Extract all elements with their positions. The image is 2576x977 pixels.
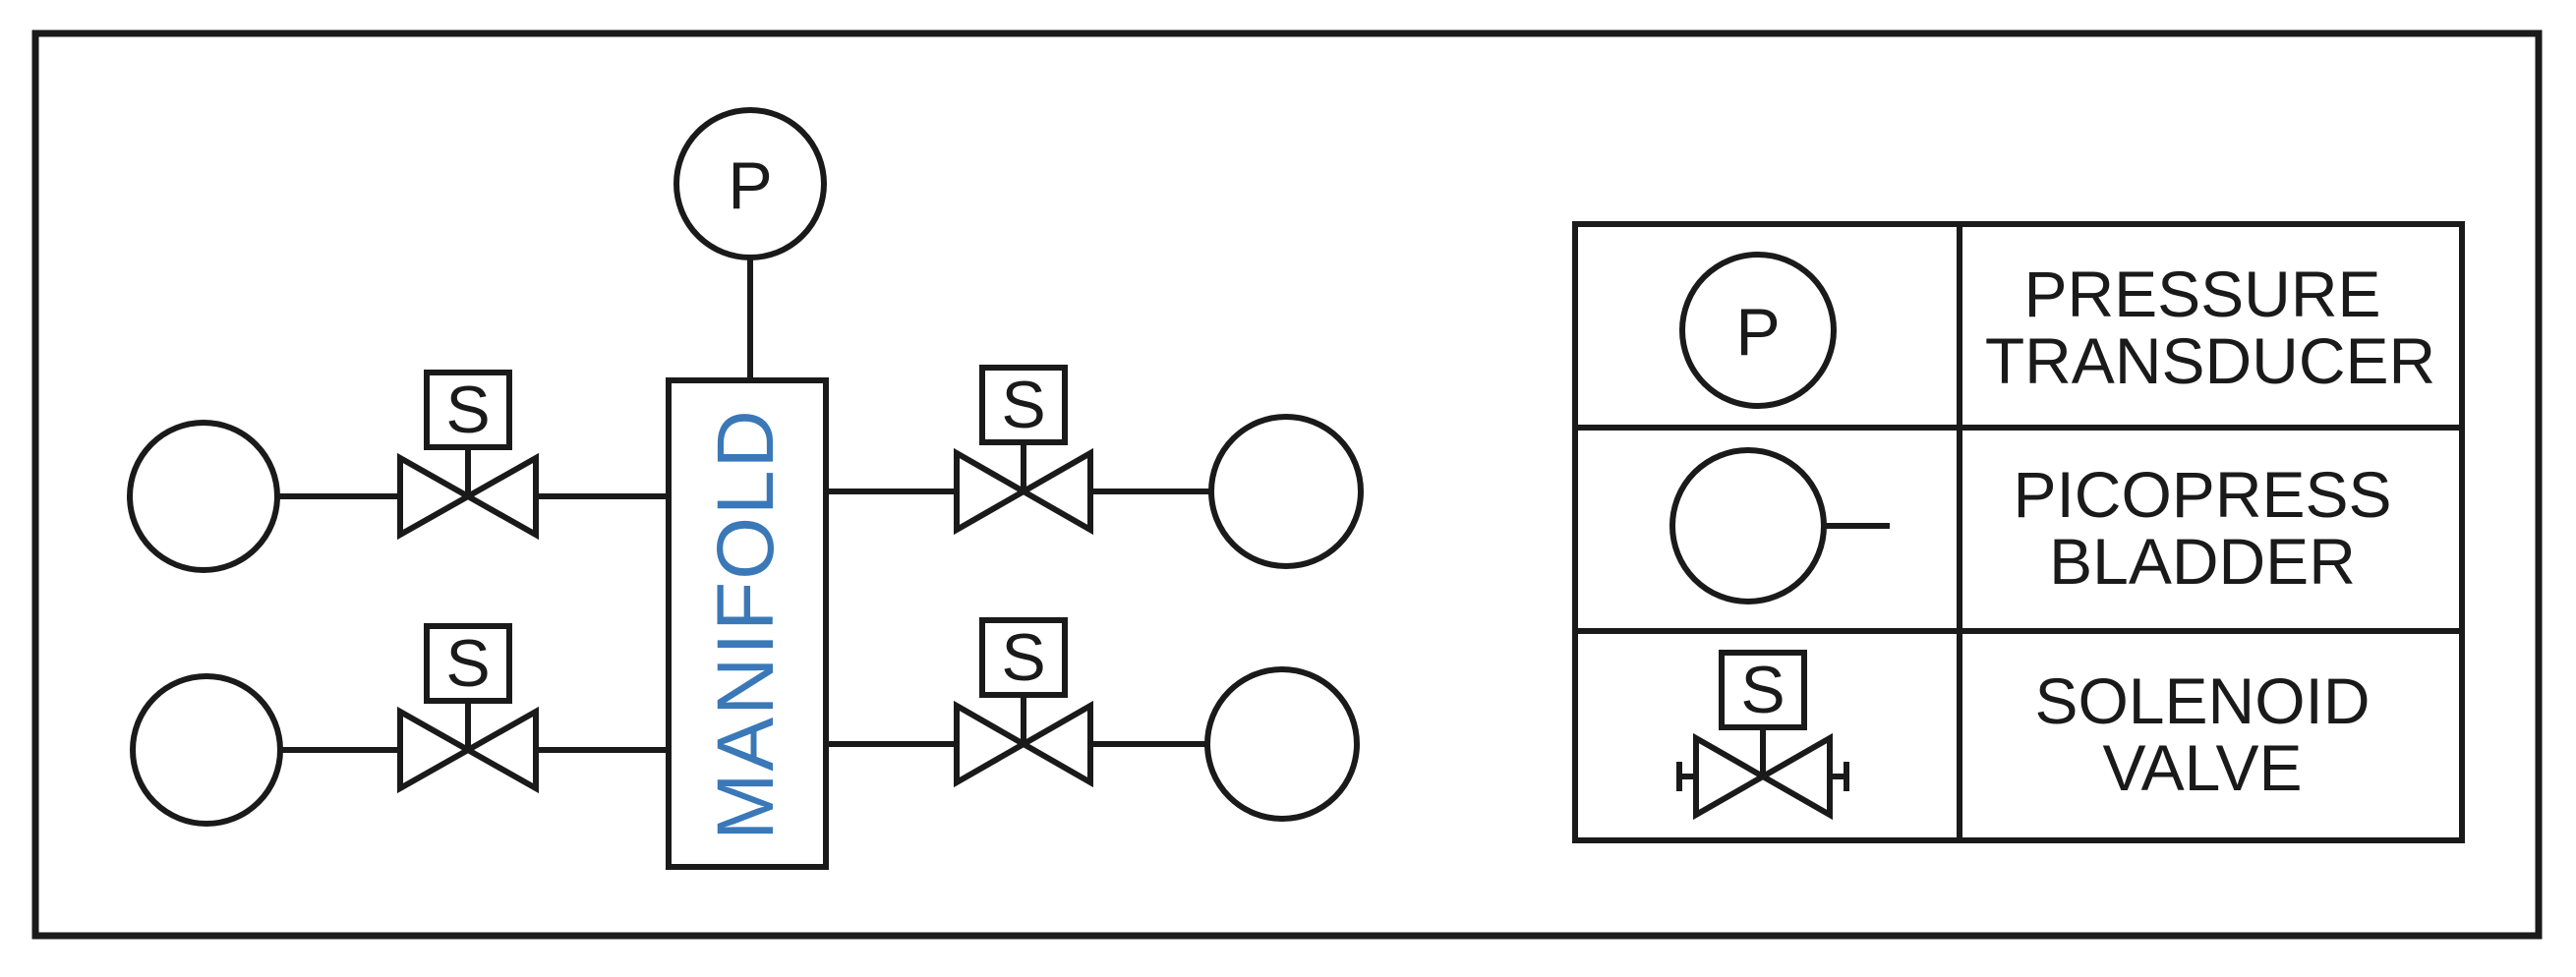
bladder-left-lower (130, 673, 283, 827)
solenoid-symbol: S (1001, 368, 1045, 442)
pressure-transducer-icon (1679, 252, 1837, 409)
picopress-bladder-icon (1669, 447, 1827, 604)
bladder-right-lower (1204, 666, 1360, 822)
bladder-right-upper (1208, 414, 1364, 569)
solenoid-symbol: S (445, 626, 490, 701)
legend-table: P PRESSURE TRANSDUCER PICOPRESS BLADDER … (1572, 221, 2465, 843)
legend-row-picopress-bladder: PICOPRESS BLADDER (1669, 447, 2392, 604)
legend-icon-symbol: P (1735, 295, 1780, 370)
outer-frame (31, 29, 2543, 940)
legend-label-line2: BLADDER (2049, 525, 2356, 598)
legend-label-line1: PICOPRESS (2013, 458, 2391, 531)
manifold-block (666, 377, 829, 870)
legend-label-line2: VALVE (2103, 731, 2303, 804)
legend-row-solenoid-valve: S SOLENOID VALVE (1676, 650, 2371, 821)
manifold-label: MANIFOLD (701, 408, 790, 840)
bladder-left-upper (127, 420, 280, 573)
legend-label-line2: TRANSDUCER (1985, 324, 2435, 397)
pressure-transducer-symbol: P (728, 148, 772, 223)
legend-label-line1: SOLENOID (2034, 664, 2370, 737)
solenoid-valve-left-lower: S (397, 623, 539, 794)
solenoid-valve-left-upper: S (397, 370, 539, 541)
solenoid-valve-right-lower: S (954, 617, 1093, 788)
legend-icon-symbol: S (1740, 653, 1785, 727)
solenoid-valve-icon: S (1676, 650, 1849, 821)
solenoid-symbol: S (1001, 620, 1045, 695)
solenoid-symbol: S (445, 373, 490, 447)
solenoid-valve-right-upper: S (954, 365, 1093, 536)
legend-label-line1: PRESSURE (2023, 258, 2380, 330)
legend-border (1572, 221, 2465, 843)
legend-row-pressure-transducer: P PRESSURE TRANSDUCER (1679, 252, 2435, 409)
